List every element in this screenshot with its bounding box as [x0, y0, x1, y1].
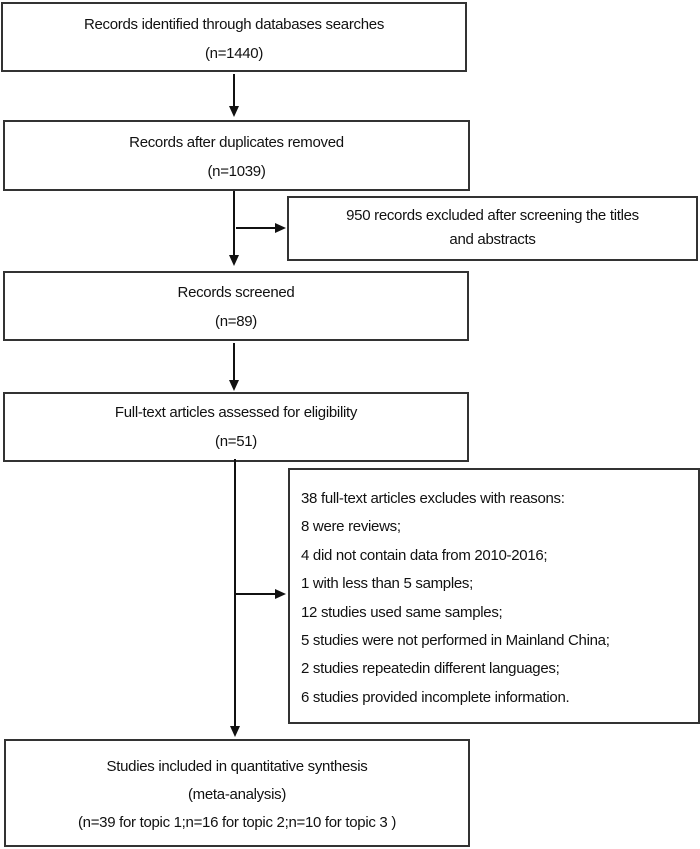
arrow-4-branch-head	[275, 589, 286, 599]
excluded-screening-box: 950 records excluded after screening the…	[287, 196, 698, 261]
exclusion-reason: 5 studies were not performed in Mainland…	[301, 632, 610, 650]
arrow-2-head	[229, 255, 239, 266]
screened-count: (n=89)	[215, 313, 257, 330]
exclusion-reason: 4 did not contain data from 2010-2016;	[301, 546, 548, 564]
arrow-2-branch	[236, 227, 276, 229]
deduplicated-title: Records after duplicates removed	[129, 134, 344, 151]
excluded-fulltext-box: 38 full-text articles excludes with reas…	[288, 468, 700, 724]
included-count: (n=39 for topic 1;n=16 for topic 2;n=10 …	[77, 814, 397, 831]
excluded-screening-line1: 950 records excluded after screening the…	[346, 207, 639, 224]
screened-box: Records screened (n=89)	[3, 271, 469, 341]
exclusion-reason: 8 were reviews;	[301, 518, 401, 536]
exclusion-reason: 1 with less than 5 samples;	[301, 575, 473, 593]
arrow-4-head	[230, 726, 240, 737]
exclusion-reason: 2 studies repeatedin different languages…	[301, 660, 560, 678]
arrow-4-branch	[236, 593, 276, 595]
eligibility-count: (n=51)	[215, 433, 257, 450]
arrow-1	[233, 74, 235, 108]
exclusion-reason: 6 studies provided incomplete informatio…	[301, 688, 570, 706]
included-subtitle: (meta-analysis)	[187, 786, 287, 803]
exclusion-reason: 12 studies used same samples;	[301, 603, 503, 621]
arrow-4	[234, 459, 236, 727]
included-title: Studies included in quantitative synthes…	[106, 758, 368, 775]
included-box: Studies included in quantitative synthes…	[4, 739, 470, 847]
arrow-3-head	[229, 380, 239, 391]
eligibility-box: Full-text articles assessed for eligibil…	[3, 392, 469, 462]
deduplicated-box: Records after duplicates removed (n=1039…	[3, 120, 470, 191]
eligibility-title: Full-text articles assessed for eligibil…	[114, 404, 358, 421]
excluded-screening-line2: and abstracts	[449, 231, 536, 248]
arrow-1-head	[229, 106, 239, 117]
identified-title: Records identified through databases sea…	[83, 16, 385, 33]
arrow-2-branch-head	[275, 223, 286, 233]
arrow-2	[233, 191, 235, 256]
screened-title: Records screened	[177, 284, 295, 301]
identified-box: Records identified through databases sea…	[1, 2, 467, 72]
identified-count: (n=1440)	[204, 45, 264, 62]
excluded-fulltext-header: 38 full-text articles excludes with reas…	[301, 490, 565, 507]
deduplicated-count: (n=1039)	[207, 163, 266, 180]
arrow-3	[233, 343, 235, 381]
